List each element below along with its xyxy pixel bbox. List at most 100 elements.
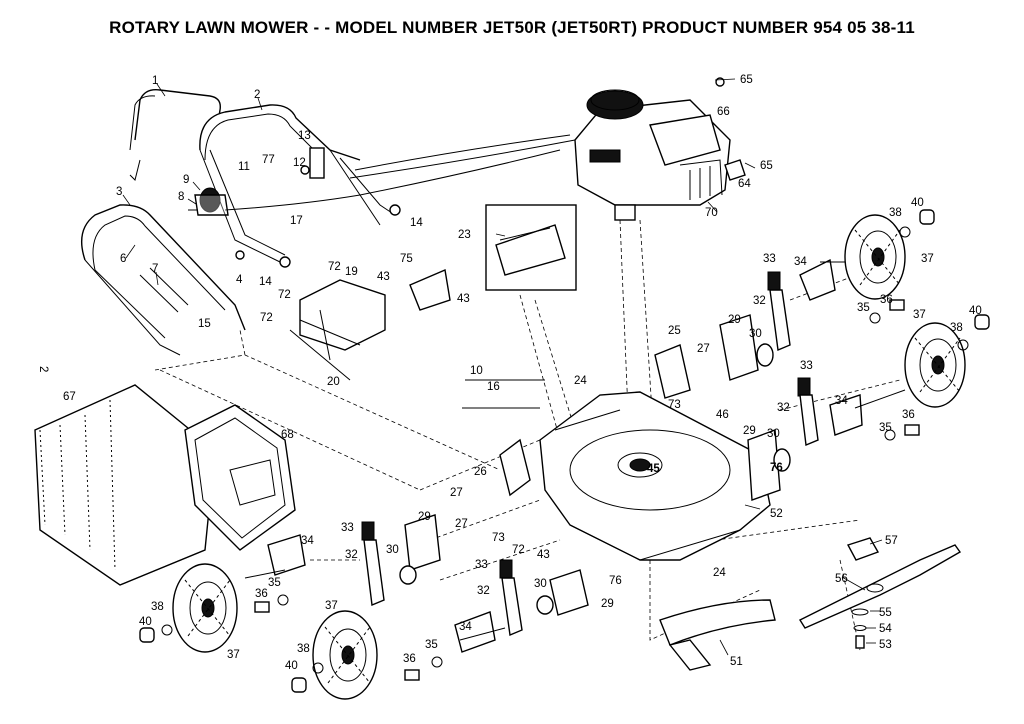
spring-plate — [549, 569, 589, 616]
callout-72d: 72 — [512, 544, 525, 556]
callout-30c: 30 — [386, 544, 399, 556]
callout-33c: 33 — [341, 522, 354, 534]
height-adjust-bracket — [289, 279, 386, 381]
callout-38b: 38 — [950, 322, 963, 334]
wheel-front-mid — [312, 610, 378, 700]
control-bracket — [309, 147, 325, 179]
callout-26: 26 — [474, 466, 487, 478]
callout-34a: 34 — [794, 256, 807, 268]
callout-37d: 37 — [325, 600, 338, 612]
callout-30d: 30 — [534, 578, 547, 590]
callout-24a: 24 — [574, 375, 587, 387]
callout-73b: 73 — [492, 532, 505, 544]
upper-handle — [129, 89, 221, 181]
height-adjuster-front-left — [361, 521, 385, 607]
callout-64: 64 — [738, 178, 751, 190]
rear-bracket — [654, 344, 691, 399]
grass-catcher-bag — [34, 384, 216, 586]
callout-16: 16 — [487, 381, 500, 393]
callout-20: 20 — [327, 376, 340, 388]
callout-36a: 36 — [880, 294, 893, 306]
callout-24b: 24 — [713, 567, 726, 579]
callout-12: 12 — [293, 157, 306, 169]
callout-29b: 29 — [743, 425, 756, 437]
callout-35a: 35 — [857, 302, 870, 314]
callout-3: 3 — [116, 186, 122, 198]
callout-54: 54 — [879, 623, 892, 635]
knob — [389, 204, 401, 216]
screw — [300, 165, 310, 175]
callout-40d: 40 — [285, 660, 298, 672]
callout-34c: 34 — [301, 535, 314, 547]
handle-bracket — [499, 438, 531, 497]
grass-catcher-frame — [184, 404, 296, 551]
bushing — [399, 565, 417, 585]
callout-33a: 33 — [763, 253, 776, 265]
callout-1: 1 — [152, 75, 158, 87]
callout-73a: 73 — [668, 399, 681, 411]
leader-lines — [122, 78, 883, 656]
callout-29c: 29 — [418, 511, 431, 523]
callout-13: 13 — [298, 130, 311, 142]
callout-32c: 32 — [345, 549, 358, 561]
callout-19: 19 — [345, 266, 358, 278]
callout-56: 56 — [835, 573, 848, 585]
callout-57: 57 — [885, 535, 898, 547]
callout-2: 2 — [254, 89, 260, 101]
callout-45: 45 — [647, 463, 660, 475]
hub-cap — [974, 314, 990, 330]
wheel-carrier — [267, 534, 306, 576]
bushing — [773, 448, 791, 472]
callout-32d: 32 — [477, 585, 490, 597]
callout-37b: 37 — [913, 309, 926, 321]
blade-bolt-stack — [851, 608, 869, 649]
callout-43a: 43 — [377, 271, 390, 283]
clip — [715, 77, 725, 87]
page-title: ROTARY LAWN MOWER - - MODEL NUMBER JET50… — [109, 18, 915, 37]
callout-43b: 43 — [457, 293, 470, 305]
spring-plate — [719, 314, 759, 381]
lower-handle — [199, 104, 396, 263]
callout-65a: 65 — [740, 74, 753, 86]
callout-75: 75 — [400, 253, 413, 265]
wheel-front-left — [172, 563, 238, 653]
callout-65b: 65 — [760, 160, 773, 172]
height-adjuster-mid-right — [797, 377, 819, 447]
callout-38d: 38 — [297, 643, 310, 655]
bushing — [756, 343, 774, 367]
callout-76b: 76 — [609, 575, 622, 587]
callout-27b: 27 — [450, 487, 463, 499]
callout-30b: 30 — [767, 428, 780, 440]
callout-11: 11 — [238, 161, 250, 173]
bushing — [536, 595, 554, 615]
baffle — [659, 599, 776, 646]
callout-36d: 36 — [403, 653, 416, 665]
callout-15: 15 — [198, 318, 211, 330]
clip — [724, 159, 746, 181]
callout-7: 7 — [152, 263, 158, 275]
callout-37a: 37 — [921, 253, 934, 265]
callout-27a: 27 — [697, 343, 710, 355]
hub-cap — [291, 677, 307, 693]
callout-70: 70 — [705, 207, 718, 219]
callout-33b: 33 — [800, 360, 813, 372]
callout-36c: 36 — [255, 588, 268, 600]
part-number-callouts: 2 1 2 3 4 6 7 8 9 10 11 12 13 14 14 15 1… — [37, 74, 982, 672]
callout-55: 55 — [879, 607, 892, 619]
callout-9: 9 — [183, 174, 189, 186]
height-adjuster-rear-right — [767, 271, 791, 351]
callout-51: 51 — [730, 656, 743, 668]
mounting-bracket — [409, 269, 451, 311]
callout-72a: 72 — [328, 261, 341, 273]
lower-handle-frame — [81, 204, 246, 356]
callout-37c: 37 — [227, 649, 240, 661]
callout-76a: 76 — [770, 462, 783, 474]
engine — [574, 89, 731, 221]
callout-53: 53 — [879, 639, 892, 651]
callout-38a: 38 — [889, 207, 902, 219]
callout-77: 77 — [262, 154, 275, 166]
callout-72c: 72 — [260, 312, 273, 324]
hub-cap — [919, 209, 935, 225]
callout-67: 67 — [63, 391, 76, 403]
